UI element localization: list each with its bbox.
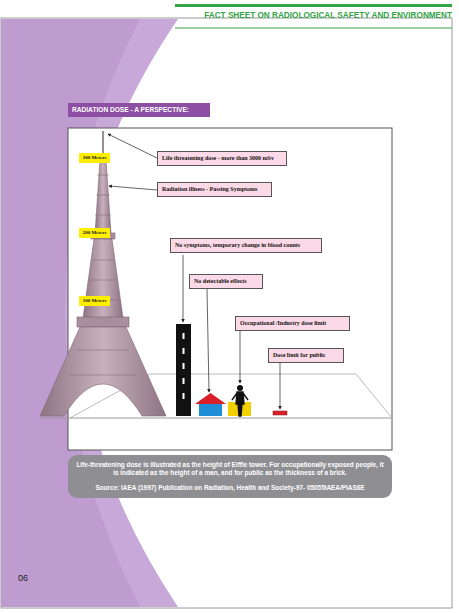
tower-middle bbox=[83, 239, 123, 318]
leader-lines bbox=[108, 134, 280, 409]
leader-line bbox=[207, 289, 209, 392]
building-windows bbox=[183, 333, 185, 399]
building-body bbox=[176, 324, 191, 416]
tall-building bbox=[176, 324, 191, 416]
node-text: 300 Meters bbox=[81, 155, 108, 161]
node-text: 100 Meters bbox=[81, 298, 108, 304]
dose-callout: Occupational /Industry dose limit bbox=[235, 316, 350, 331]
header-bar bbox=[175, 4, 452, 7]
header-text: FACT SHEET ON RADIOLOGICAL SAFETY AND EN… bbox=[150, 11, 452, 20]
tower-platform-1 bbox=[77, 317, 129, 327]
dose-callout: Radiation illness - Passing Symptoms bbox=[157, 182, 272, 197]
node-text: Life threatening dose - more than 3000 m… bbox=[162, 155, 282, 162]
house bbox=[195, 393, 226, 416]
leader-line bbox=[240, 331, 241, 383]
leader-line bbox=[108, 134, 157, 158]
leader-line bbox=[109, 186, 157, 190]
node-subtext: Source: IAEA (1997) Publication on Radia… bbox=[76, 484, 384, 492]
tower-top bbox=[95, 160, 111, 234]
dose-callout: No symptoms, temporary change in blood c… bbox=[170, 238, 322, 253]
diagram-frame bbox=[68, 128, 392, 450]
house-wall bbox=[199, 404, 222, 416]
dose-callout: Dose limit for public bbox=[268, 348, 344, 363]
man-head bbox=[237, 385, 243, 391]
node-text: 200 Meters bbox=[81, 230, 108, 236]
height-marker: 200 Meters bbox=[79, 228, 110, 238]
node-text: No symptoms, temporary change in blood c… bbox=[175, 242, 317, 249]
page-border bbox=[1, 18, 452, 608]
tower-lattice bbox=[70, 175, 136, 375]
man-body bbox=[232, 392, 248, 416]
node-text: Dose limit for public bbox=[273, 352, 339, 359]
house-roof bbox=[195, 393, 226, 404]
eiffel-tower bbox=[40, 131, 166, 416]
node-text: Life-threatening dose is illustrated as … bbox=[76, 461, 384, 477]
page-number: 06 bbox=[18, 573, 48, 583]
ground-line bbox=[40, 418, 392, 419]
dose-callout: No detectable effects bbox=[189, 274, 263, 289]
man bbox=[228, 385, 251, 416]
brick bbox=[273, 411, 287, 415]
leader-line bbox=[280, 362, 281, 409]
node-text: Occupational /Industry dose limit bbox=[240, 320, 345, 327]
tower-legs bbox=[40, 327, 166, 416]
section-title: RADIATION DOSE - A PERSPECTIVE: bbox=[68, 103, 210, 117]
node-text: Radiation illness - Passing Symptoms bbox=[162, 186, 267, 193]
leader-line bbox=[183, 255, 184, 322]
height-marker: 300 Meters bbox=[79, 153, 110, 163]
dose-callout: Life threatening dose - more than 3000 m… bbox=[157, 151, 287, 166]
header-rule bbox=[175, 28, 452, 29]
height-marker: 100 Meters bbox=[79, 296, 110, 306]
caption-box: Life-threatening dose is illustrated as … bbox=[68, 455, 392, 498]
node-text: No detectable effects bbox=[194, 278, 258, 285]
